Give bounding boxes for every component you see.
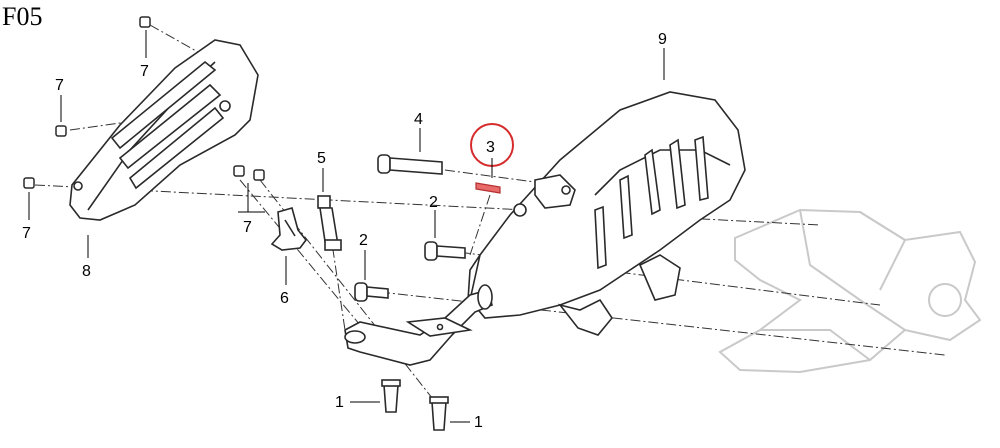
screws-7 (23, 16, 265, 189)
callout-8: 8 (82, 263, 91, 280)
figure-label: F05 (2, 2, 43, 31)
muffler (467, 91, 746, 336)
clamps-1 (381, 379, 449, 431)
bracket (270, 207, 308, 251)
callout-2b: 2 (359, 232, 368, 249)
sensor (317, 195, 342, 251)
swingarm-frame-ghost (718, 208, 982, 374)
callout-7c: 7 (22, 225, 31, 242)
heat-shield (69, 39, 259, 221)
callout-2a: 2 (429, 194, 438, 211)
long-bolt (377, 154, 443, 175)
callout-3: 3 (486, 139, 495, 156)
callout-4: 4 (414, 111, 423, 128)
callout-7b: 7 (55, 77, 64, 94)
callout-ticks (28, 30, 665, 423)
callout-1b: 1 (474, 414, 483, 431)
callout-7a: 7 (140, 63, 149, 80)
callout-7d: 7 (243, 219, 252, 236)
callout-5: 5 (317, 150, 326, 167)
exhaust-pipe (344, 284, 493, 366)
bolts-2 (354, 241, 466, 302)
callout-1a: 1 (335, 394, 344, 411)
callout-9: 9 (658, 31, 667, 48)
callout-labels: 7 7 7 7 8 6 5 4 3 2 2 1 1 9 (22, 31, 667, 431)
callout-6: 6 (280, 290, 289, 307)
